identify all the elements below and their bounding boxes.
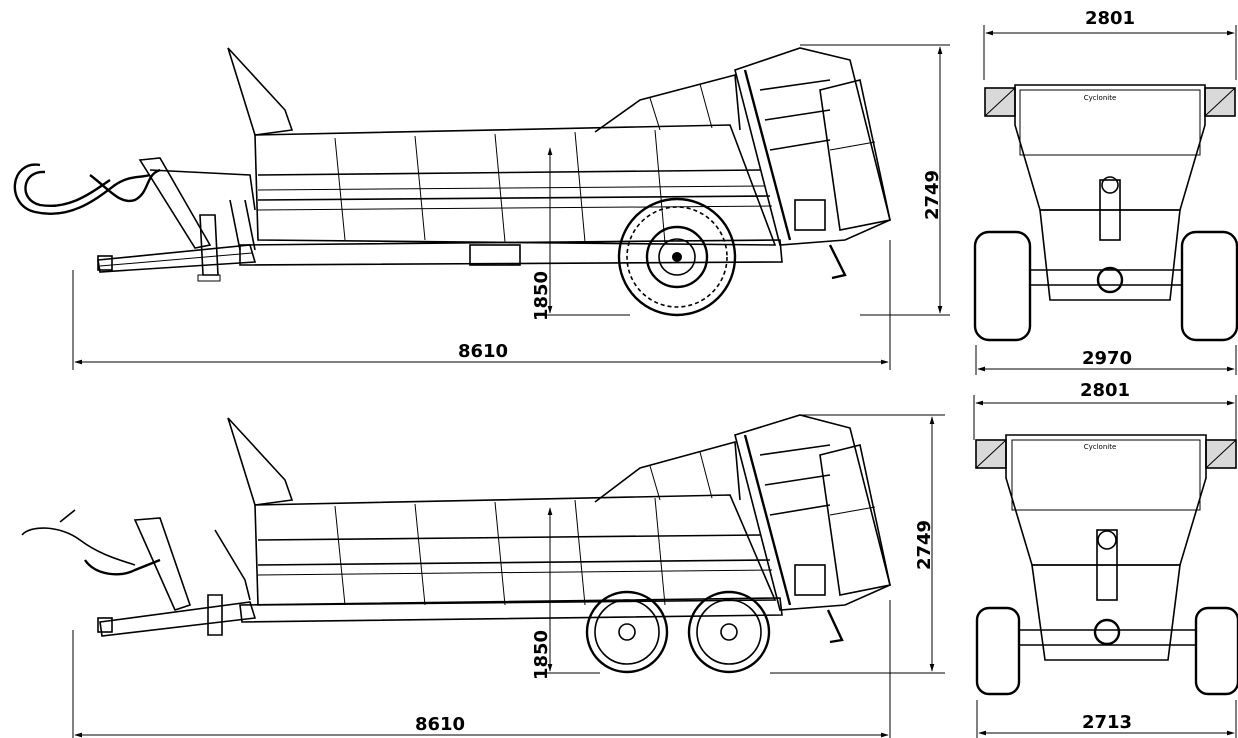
svg-text:8610: 8610 bbox=[458, 341, 508, 362]
rear-tire-left bbox=[973, 230, 1032, 342]
dimension-length-bottom: 8610 bbox=[72, 600, 891, 738]
dimension-height-bottom: 2749 bbox=[770, 414, 945, 674]
rear-tire-right-tandem bbox=[1194, 606, 1238, 696]
svg-text:2801: 2801 bbox=[1085, 8, 1135, 29]
svg-text:1850: 1850 bbox=[531, 630, 552, 680]
hydraulic-hoses-tandem bbox=[21, 509, 251, 601]
dimension-top-width-2: 2801 bbox=[973, 380, 1237, 440]
svg-text:2749: 2749 bbox=[922, 170, 943, 220]
chassis-beam bbox=[239, 239, 783, 266]
rear-spinner-assembly bbox=[734, 47, 891, 280]
wheel-single bbox=[617, 197, 737, 317]
side-view-tandem-axle: 8610 2749 1850 bbox=[21, 414, 945, 738]
svg-text:2970: 2970 bbox=[1082, 348, 1132, 369]
dimension-top-width-1: 2801 bbox=[983, 8, 1237, 80]
spreader-body bbox=[254, 73, 777, 246]
drawbar bbox=[97, 214, 257, 282]
front-shield-tandem bbox=[227, 417, 294, 506]
dimension-length-top: 8610 bbox=[72, 240, 891, 370]
hitch-frame bbox=[138, 157, 212, 249]
wheel-tandem-front bbox=[585, 590, 669, 674]
rear-spinner-assembly-tandem bbox=[734, 414, 891, 644]
svg-text:Cyclonite: Cyclonite bbox=[1084, 443, 1117, 451]
front-shield bbox=[227, 47, 294, 136]
svg-text:Cyclonite: Cyclonite bbox=[1084, 94, 1117, 102]
rear-view-single-axle: 2801 Cyclonite 2970 bbox=[973, 8, 1238, 375]
hydraulic-hoses bbox=[13, 163, 256, 215]
hitch-frame-tandem bbox=[133, 517, 192, 611]
chassis-beam-tandem bbox=[239, 597, 783, 623]
dimension-clearance-top: 1850 bbox=[531, 147, 630, 321]
rear-tire-left-tandem bbox=[975, 606, 1021, 696]
svg-text:8610: 8610 bbox=[415, 714, 465, 735]
rear-view-tandem-axle: 2801 Cyclonite 2713 bbox=[973, 380, 1238, 738]
dimension-clearance-bottom: 1850 bbox=[531, 507, 600, 680]
wheel-tandem-rear bbox=[687, 590, 771, 674]
dimension-wheel-width-1: 2970 bbox=[975, 345, 1237, 375]
dimension-height-top: 2749 bbox=[800, 44, 950, 316]
svg-text:2749: 2749 bbox=[914, 520, 935, 570]
drawbar-tandem bbox=[97, 594, 257, 637]
rear-tire-right bbox=[1180, 230, 1238, 342]
svg-text:2801: 2801 bbox=[1080, 380, 1130, 401]
side-view-single-axle: 8610 2749 1850 bbox=[13, 44, 950, 370]
spreader-body-tandem bbox=[254, 440, 777, 606]
svg-text:2713: 2713 bbox=[1082, 712, 1132, 733]
svg-text:1850: 1850 bbox=[531, 271, 552, 321]
dimension-wheel-width-2: 2713 bbox=[976, 700, 1237, 738]
